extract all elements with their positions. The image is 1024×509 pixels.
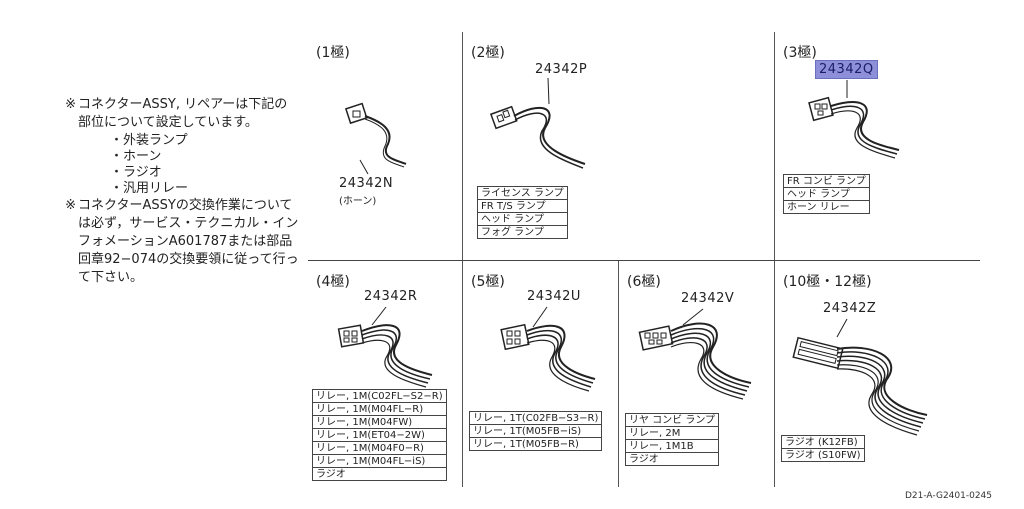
usage-table-4-pole: リレー, 1M(C02FL−S2−R) リレー, 1M(M04FL−R) リレー… [312,389,447,481]
cell-title: (10極・12極) [783,274,872,290]
usage-item: リレー, 1M1B [624,439,720,453]
usage-item: リレー, 1T(M05FB−iS) [468,424,603,438]
part-number-24342U: 24342U [527,289,581,304]
usage-table-3-pole: FR コンビ ランプ ヘッド ランプ ホーン リレー [783,174,870,214]
note-connector-assy: ※ コネクターASSY, リペアーは下記の部位について設定しています。 外装ラン… [54,96,300,197]
cell-3-pole: (3極) 24342Q FR コンビ ランプ ヘッド ランプ ホーン リレー [774,32,980,260]
cell-4-pole: (4極) 24342R リレー, 1M(C02FL−S2−R) リレー [308,261,462,487]
connector-3-pole-icon [808,80,900,159]
bullet-relay: 汎用リレー [110,181,300,197]
usage-item: FR T/S ランプ [477,199,568,213]
usage-item: リレー, 1M(C02FL−S2−R) [312,389,447,403]
bullet-radio: ラジオ [110,165,300,181]
cell-2-pole: (2極) 24342P ライセンス ランプ FR T/S ランプ ヘッド ランプ… [462,32,774,260]
note-bullet-list: 外装ランプ ホーン ラジオ 汎用リレー [110,133,300,197]
usage-table-6-pole: リヤ コンビ ランプ リレー, 2M リレー, 1M1B ラジオ [624,413,720,466]
cell-1-pole: (1極) 24342N (ホーン) [308,32,462,260]
cell-6-pole: (6極) 24342V リヤ コンビ ランプ [618,261,774,487]
connector-1-pole-icon [344,102,407,175]
cell-5-pole: (5極) 24342U リレー, 1T(C02FB−S3−R) リレー [462,261,618,487]
usage-item: リレー, 1M(M04FL−R) [312,402,447,416]
usage-item: FR コンビ ランプ [783,174,870,188]
note-text: コネクターASSY, リペアーは下記の部位について設定しています。 [78,97,288,130]
part-number-24342N: 24342N [339,176,394,191]
usage-item: ホーン リレー [783,200,870,214]
connector-5-pole-icon [500,306,596,392]
cell-title: (1極) [316,45,350,61]
part-number-24342Z: 24342Z [823,301,877,316]
usage-item: ラジオ [312,467,447,481]
usage-item: ラジオ [624,452,720,466]
usage-item: リレー, 1M(M04FW) [312,415,447,429]
usage-table-10-12-pole: ラジオ (K12FB) ラジオ (S10FW) [781,435,865,462]
note-text: コネクターASSYの交換作業については必ず，サービス・テクニカル・インフォメーシ… [78,198,299,285]
connector-2-pole-icon [489,77,586,169]
cell-title: (4極) [316,274,350,290]
usage-item: リヤ コンビ ランプ [624,413,720,427]
usage-item: リレー, 1T(M05FB−R) [468,437,603,451]
usage-item: リレー, 1M(ET04−2W) [312,428,447,442]
connector-6-pole-icon [638,308,752,400]
usage-item: リレー, 1T(C02FB−S3−R) [468,411,603,425]
part-number-24342R: 24342R [364,289,418,304]
part-number-24342P: 24342P [535,62,588,77]
part-note-horn: (ホーン) [339,196,377,207]
usage-table-2-pole: ライセンス ランプ FR T/S ランプ ヘッド ランプ フォグ ランプ [477,186,568,239]
usage-item: ライセンス ランプ [477,186,568,200]
note-mark: ※ [65,198,76,213]
usage-item: ヘッド ランプ [477,212,568,226]
usage-item: ヘッド ランプ [783,187,870,201]
usage-item: リレー, 1M(M04F0−R) [312,441,447,455]
usage-item: リレー, 1M(M04FL−iS) [312,454,447,468]
usage-item: ラジオ (K12FB) [781,435,865,449]
cell-title: (2極) [471,45,505,61]
cell-title: (3極) [783,45,817,61]
bullet-horn: ホーン [110,149,300,165]
note-mark: ※ [65,97,76,112]
connector-row-2: (4極) 24342R リレー, 1M(C02FL−S2−R) リレー [308,260,980,487]
cell-10-12-pole: (10極・12極) 24342Z ラジオ (K12FB) ラジオ (S [774,261,980,487]
part-number-24342Q-highlighted[interactable]: 24342Q [815,60,878,79]
bullet-exterior-lamp: 外装ランプ [110,133,300,149]
notes-panel: ※ コネクターASSY, リペアーは下記の部位について設定しています。 外装ラン… [54,96,300,287]
usage-item: ラジオ (S10FW) [781,448,865,462]
usage-table-5-pole: リレー, 1T(C02FB−S3−R) リレー, 1T(M05FB−iS) リレ… [468,411,603,451]
cell-title: (6極) [627,274,661,290]
connector-row-1: (1極) 24342N (ホーン) (2極) 24342P [308,32,980,260]
drawing-code: D21-A-G2401-0245 [905,491,992,501]
note-replacement: ※ コネクターASSYの交換作業については必ず，サービス・テクニカル・インフォメ… [54,197,300,287]
connector-grid: (1極) 24342N (ホーン) (2極) 24342P [308,32,980,487]
usage-item: リレー, 2M [624,426,720,440]
cell-title: (5極) [471,274,505,290]
part-number-24342V: 24342V [681,291,735,306]
connector-4-pole-icon [337,306,433,388]
usage-item: フォグ ランプ [477,225,568,239]
connector-10-12-pole-icon [792,318,928,436]
